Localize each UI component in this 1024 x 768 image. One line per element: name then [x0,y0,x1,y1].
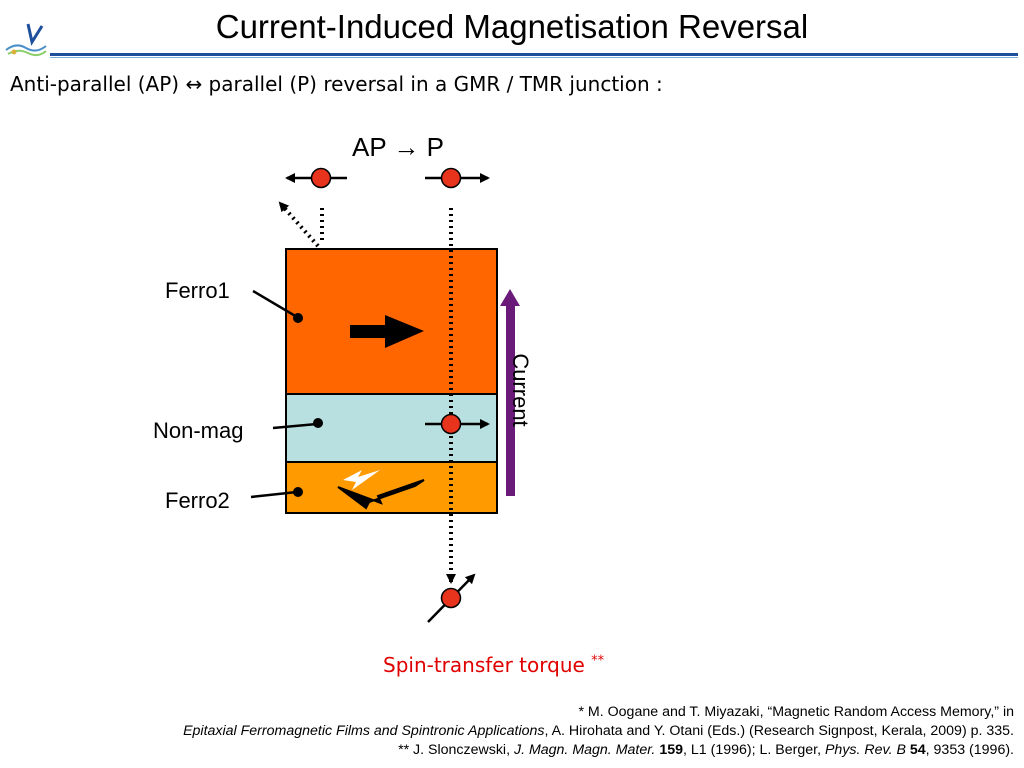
slide-title: Current-Induced Magnetisation Reversal [215,8,809,45]
spin-transfer-caption: Spin-transfer torque ** [383,653,604,677]
title-divider-accent [50,57,1018,58]
transmitted-electron [440,587,462,609]
ferro2-layer [285,461,498,514]
ferro1-magnetisation-arrow [350,315,424,348]
nonmag-layer [285,393,498,463]
ferro1-label: Ferro1 [165,278,230,303]
current-label: Current [508,353,533,426]
reference-line-2: Epitaxial Ferromagnetic Films and Spintr… [183,723,1014,739]
ferro2-label: Ferro2 [165,488,230,513]
ferro2-magnetisation-arrow [337,479,425,510]
nonmag-leader-line [272,422,318,430]
references: * M. Oogane and T. Miyazaki, “Magnetic R… [183,703,1014,760]
caption-text: Spin-transfer torque [383,653,585,677]
ap-reflected-path [278,201,320,248]
diagram-heading: AP → P [352,132,444,162]
reference-line-1: * M. Oogane and T. Miyazaki, “Magnetic R… [578,704,1014,720]
p-electron [440,167,462,189]
reference-line-3: ** J. Slonczewski, J. Magn. Magn. Mater.… [398,742,1014,758]
ferro2-spark-icon [343,470,380,490]
title-divider [50,53,1018,56]
ferro1-leader-line [252,289,298,319]
ferro2-leader-line [250,490,298,499]
nonmag-label: Non-mag [153,418,243,443]
logo-icon [5,23,47,57]
ap-electron [310,167,332,189]
nonmag-electron [440,413,462,435]
slide-subtitle: Anti-parallel (AP) ↔ parallel (P) revers… [10,72,663,96]
current-arrow [500,289,520,496]
caption-reference-mark: ** [591,653,605,669]
